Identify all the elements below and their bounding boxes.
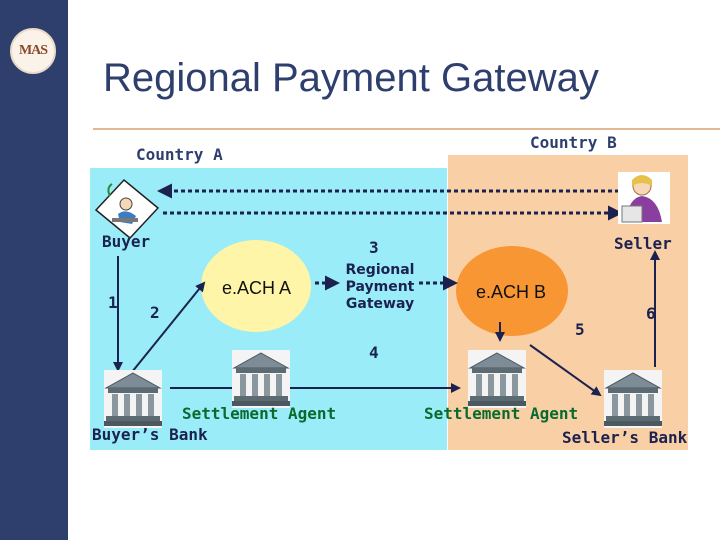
settlement-agent-a-icon (231, 349, 291, 409)
seller-label: Seller (614, 234, 672, 253)
gateway-line-1: Regional (345, 262, 415, 278)
buyer-label: Buyer (102, 232, 151, 251)
gateway-line-2: Payment (345, 279, 415, 295)
sellers-bank-icon (603, 369, 663, 429)
step-3-label: 3 (369, 238, 379, 257)
slide-title: Regional Payment Gateway (103, 56, 599, 100)
step-5-arrow (529, 344, 602, 397)
gateway-label: Regional Payment Gateway (336, 262, 424, 313)
settlement-agent-b-label: Settlement Agent (424, 404, 579, 423)
settlement-agent-b-icon (467, 349, 527, 409)
step-6-label: 6 (646, 304, 656, 323)
each-b-label: e.ACH B (476, 282, 547, 302)
buyer-clipart-icon (94, 178, 160, 240)
each-b-node (456, 246, 568, 336)
each-a-node (201, 240, 311, 332)
buyers-bank-icon (103, 369, 163, 429)
settlement-agent-a-label: Settlement Agent (182, 404, 337, 423)
seller-clipart-icon (618, 172, 670, 224)
country-a-label: Country A (136, 145, 223, 164)
step-5-label: 5 (575, 320, 585, 339)
step-1-label: 1 (108, 293, 118, 312)
step-4-label: 4 (369, 343, 379, 362)
step-2-label: 2 (150, 303, 160, 322)
title-rule (93, 128, 720, 130)
step-2-arrow (131, 281, 206, 373)
sellers-bank-label: Seller’s Bank (562, 428, 688, 447)
mas-logo: MAS (10, 28, 56, 74)
sidebar-band: MAS (0, 0, 68, 540)
each-a-label: e.ACH A (222, 278, 292, 298)
buyers-bank-label: Buyer’s Bank (92, 425, 208, 444)
gateway-line-3: Gateway (345, 296, 415, 312)
country-b-label: Country B (530, 133, 617, 152)
